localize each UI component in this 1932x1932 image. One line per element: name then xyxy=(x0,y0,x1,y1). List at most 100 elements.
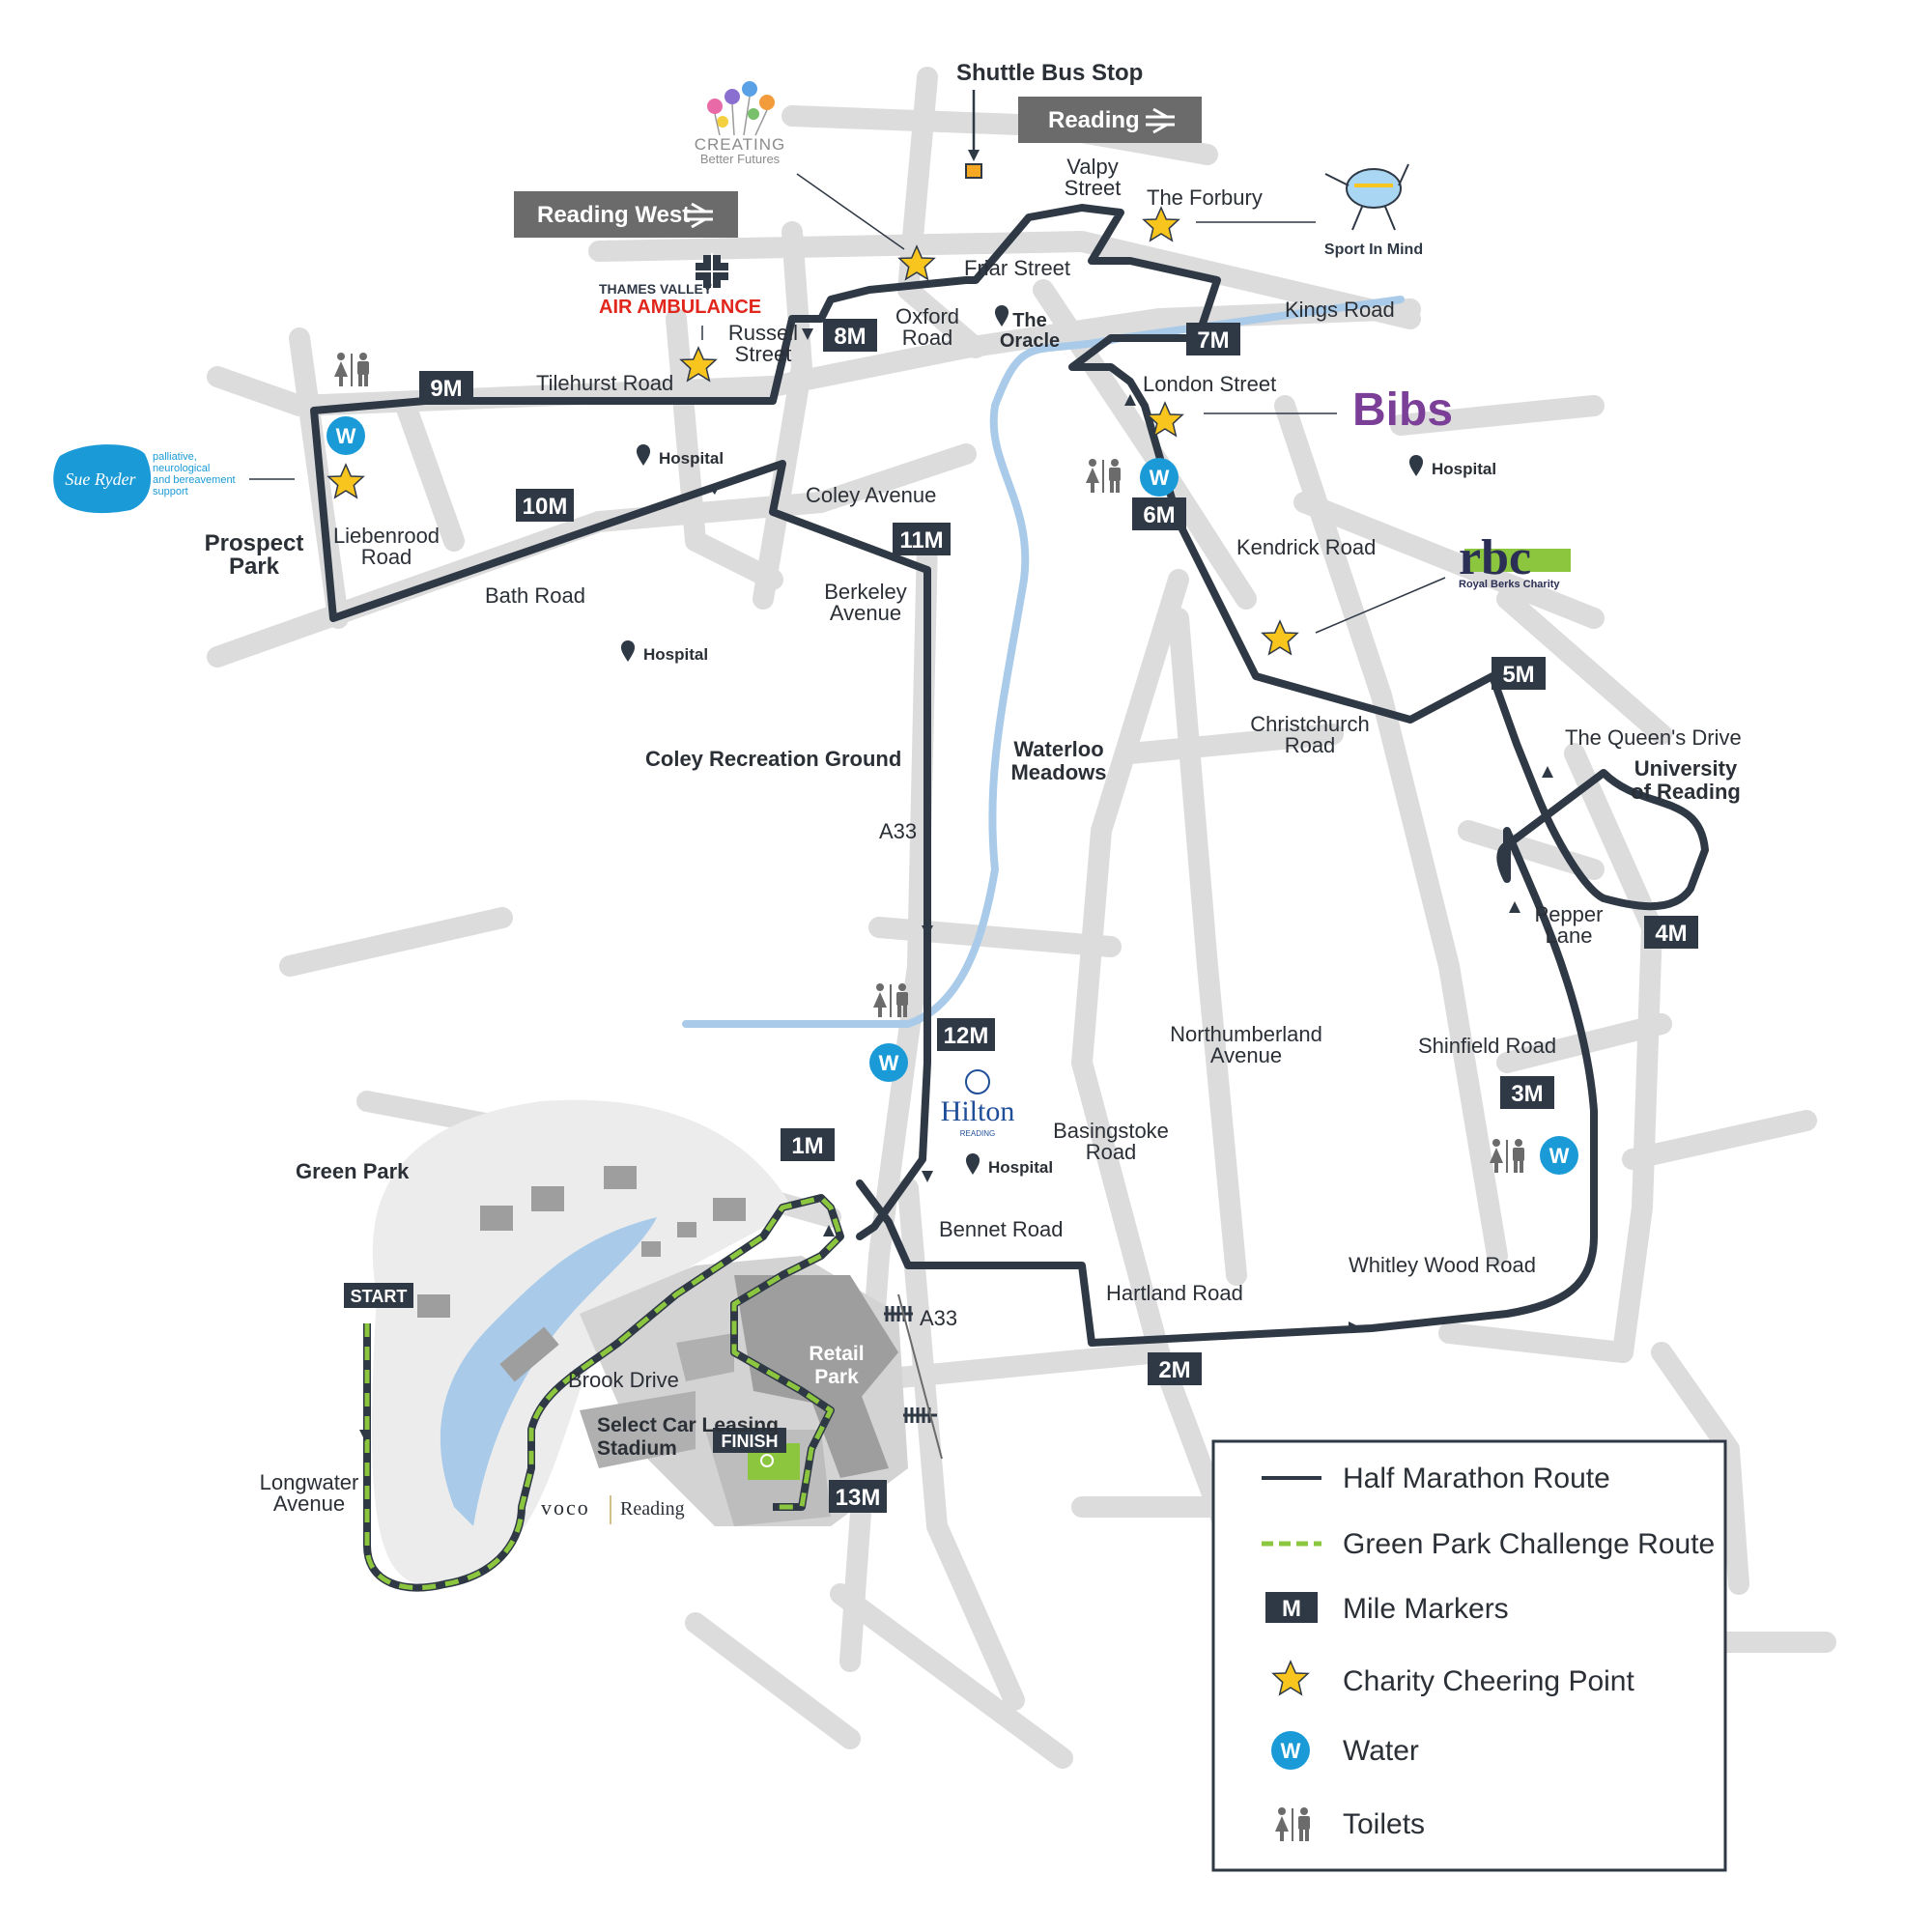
mile-marker-12: 12M xyxy=(937,1018,995,1051)
legend-item-mile: M Mile Markers xyxy=(1265,1592,1509,1625)
svg-text:8M: 8M xyxy=(834,324,866,350)
svg-text:3M: 3M xyxy=(1511,1081,1543,1107)
street-a33-south: A33 xyxy=(920,1306,957,1330)
legend-item-challenge: Green Park Challenge Route xyxy=(1262,1528,1715,1560)
green-park: Green Park xyxy=(296,1159,410,1183)
svg-text:START: START xyxy=(351,1287,408,1306)
mile-marker-4: 4M xyxy=(1644,916,1698,949)
logo-sport-in-mind: Sport In Mind xyxy=(1324,163,1423,258)
half-marathon-route xyxy=(310,204,1709,1347)
street-queens: The Queen's Drive xyxy=(1565,725,1742,750)
logo-royal-berks-charity: rbc Royal Berks Charity xyxy=(1459,530,1571,590)
logo-bibs: Bibs xyxy=(1352,384,1453,436)
star-icon xyxy=(1262,620,1298,655)
mile-marker-10: 10M xyxy=(516,489,574,522)
svg-text:voco: voco xyxy=(541,1495,590,1520)
svg-text:Better Futures: Better Futures xyxy=(700,152,781,166)
station-reading-west[interactable]: Reading West xyxy=(514,191,738,238)
street-london: London Street xyxy=(1143,372,1276,396)
svg-text:support: support xyxy=(153,486,188,497)
water-icon: W xyxy=(1140,458,1179,497)
svg-text:Sport In Mind: Sport In Mind xyxy=(1324,242,1423,258)
svg-text:neurological: neurological xyxy=(153,463,210,474)
svg-text:Hilton: Hilton xyxy=(941,1095,1015,1127)
legend: Half Marathon Route Green Park Challenge… xyxy=(1211,1439,1727,1872)
mile-marker-6: 6M xyxy=(1132,497,1186,530)
street-bath: Bath Road xyxy=(485,583,585,608)
svg-text:Toilets: Toilets xyxy=(1343,1808,1425,1840)
street-kendrick: Kendrick Road xyxy=(1236,535,1376,559)
star-icon xyxy=(327,464,364,498)
street-whitley: Whitley Wood Road xyxy=(1349,1253,1536,1277)
logo-thames-valley-air-ambulance: THAMES VALLEY AIR AMBULANCE xyxy=(599,253,761,318)
street-coley-ave: Coley Avenue xyxy=(806,483,936,507)
svg-text:W: W xyxy=(1281,1739,1301,1763)
svg-text:Charity Cheering Point: Charity Cheering Point xyxy=(1343,1665,1634,1697)
water-icon: W xyxy=(869,1043,908,1082)
svg-text:10M: 10M xyxy=(523,494,568,520)
svg-text:5M: 5M xyxy=(1502,662,1534,688)
svg-text:Bibs: Bibs xyxy=(1352,384,1453,436)
street-kings: Kings Road xyxy=(1285,298,1395,322)
the-oracle-pin xyxy=(995,305,1009,327)
mile-marker-3: 3M xyxy=(1500,1076,1554,1109)
mile-marker-13: 13M xyxy=(829,1480,887,1513)
water-icon xyxy=(1271,1731,1310,1770)
svg-text:7M: 7M xyxy=(1197,327,1229,354)
flowers-icon xyxy=(707,81,775,136)
street-hartland: Hartland Road xyxy=(1106,1281,1243,1305)
svg-text:12M: 12M xyxy=(944,1023,989,1049)
svg-text:Mile Markers: Mile Markers xyxy=(1343,1593,1509,1625)
toilet-icon xyxy=(1490,1139,1524,1173)
hospitals: Hospital Hospital Hospital Hospital xyxy=(621,305,1496,1177)
svg-text:11M: 11M xyxy=(899,527,943,554)
mile-marker-5: 5M xyxy=(1492,657,1546,690)
mile-marker-9: 9M xyxy=(419,371,473,404)
station-reading-label: Reading xyxy=(1048,107,1140,133)
svg-text:READING: READING xyxy=(960,1129,995,1138)
svg-text:Hospital: Hospital xyxy=(643,645,708,664)
toilet-icon xyxy=(334,353,369,386)
legend-item-route: Half Marathon Route xyxy=(1262,1463,1610,1494)
svg-text:6M: 6M xyxy=(1143,502,1175,528)
coley-recreation-ground: Coley Recreation Ground xyxy=(645,747,901,771)
street-brook: Brook Drive xyxy=(568,1368,679,1392)
logo-sue-ryder: Sue Ryder palliative, neurological and b… xyxy=(53,444,236,514)
mile-marker-1: 1M xyxy=(781,1128,835,1161)
mile-marker-8: 8M xyxy=(823,319,877,352)
shuttle-bus-stop[interactable]: Shuttle Bus Stop xyxy=(956,60,1143,179)
logo-hilton: Hilton READING xyxy=(941,1069,1015,1138)
water-stations: W W W W xyxy=(327,416,1578,1175)
station-reading[interactable]: Reading xyxy=(1018,97,1202,143)
svg-text:13M: 13M xyxy=(836,1485,881,1511)
mile-marker-2: 2M xyxy=(1148,1352,1202,1385)
svg-text:W: W xyxy=(336,424,356,448)
logo-voco: voco Reading xyxy=(541,1495,685,1524)
station-reading-west-label: Reading West xyxy=(537,202,690,228)
svg-text:Hospital: Hospital xyxy=(988,1158,1053,1177)
svg-text:Reading: Reading xyxy=(620,1498,685,1520)
svg-text:Green Park Challenge Route: Green Park Challenge Route xyxy=(1343,1528,1715,1560)
street-a33-north: A33 xyxy=(879,819,917,843)
legend-item-water: W Water xyxy=(1271,1731,1419,1770)
green-park-area xyxy=(372,1099,908,1584)
hospital-pin-icon: Hospital xyxy=(1409,455,1496,478)
svg-text:W: W xyxy=(1150,466,1170,490)
water-icon: W xyxy=(1540,1136,1578,1175)
shuttle-bus-stop-label: Shuttle Bus Stop xyxy=(956,60,1143,86)
